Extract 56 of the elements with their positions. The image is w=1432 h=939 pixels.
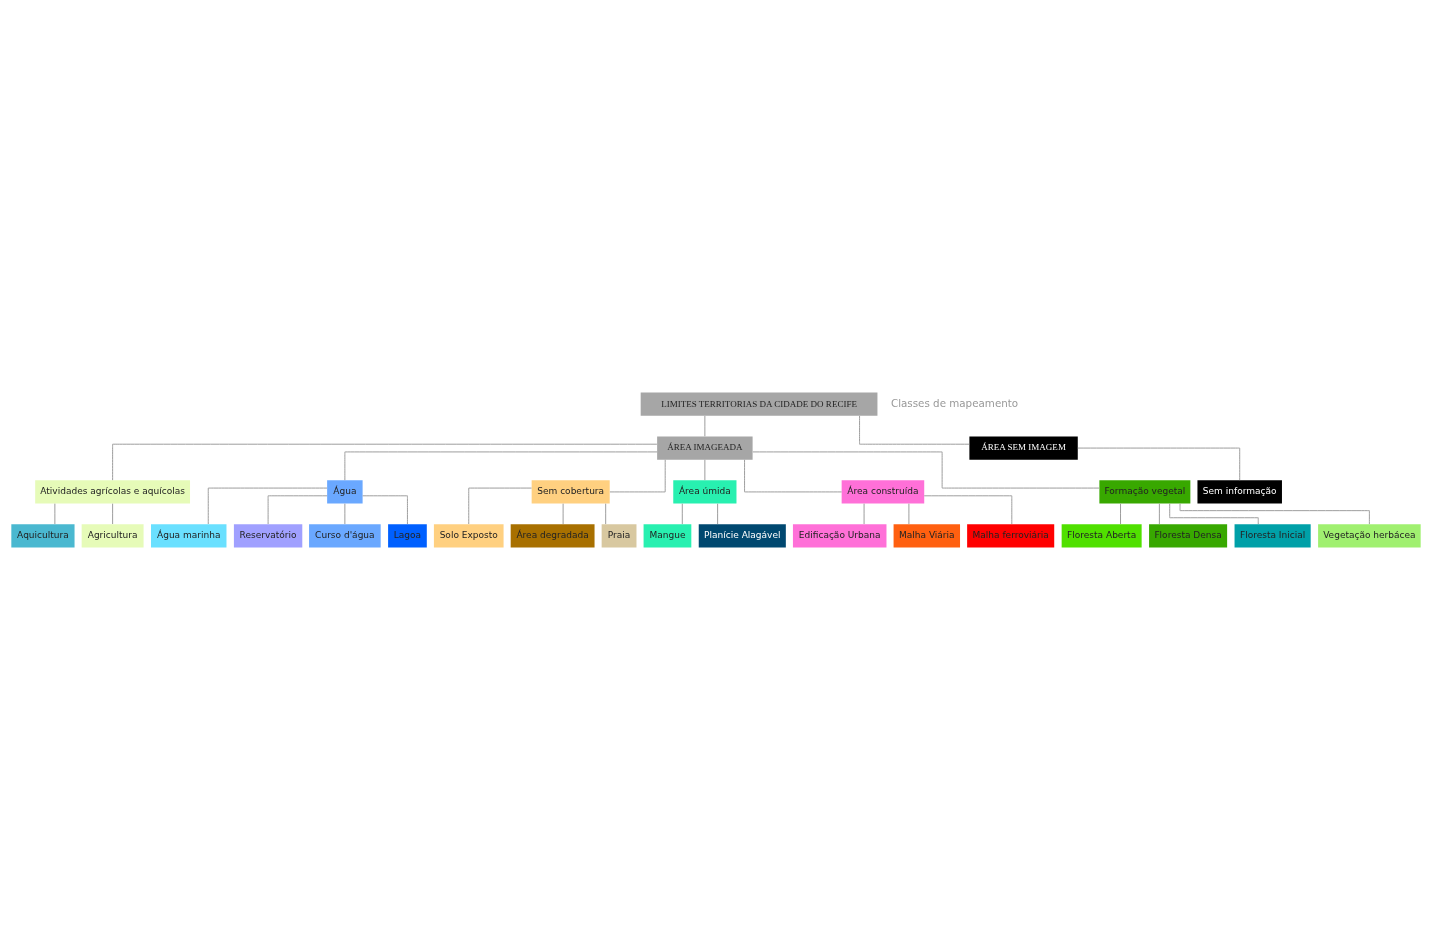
connector	[609, 458, 666, 492]
node-box: Sem informação	[1197, 479, 1282, 504]
node-box: Aquicultura	[11, 523, 75, 547]
node-box: Água marinha	[151, 523, 227, 547]
connector	[468, 487, 533, 524]
node-box: Área úmida	[673, 479, 737, 504]
connector	[1169, 502, 1259, 525]
connector	[863, 502, 865, 524]
node-box: Água	[327, 479, 363, 504]
connector	[923, 494, 1013, 524]
connector	[267, 494, 328, 524]
node-box: LIMITES TERRITORIAS DA CIDADE DO RECIFE	[640, 392, 878, 416]
node-box: Formação vegetal	[1099, 479, 1191, 504]
node-box: Planície Alagável	[698, 523, 786, 547]
node-box: Solo Exposto	[433, 523, 504, 547]
node-box: Praia	[601, 523, 637, 547]
node-box: Atividades agrícolas e aquícolas	[35, 479, 191, 504]
node-box: Curso d'água	[309, 523, 381, 547]
node-box: Área construída	[841, 479, 925, 504]
node-box: Edificação Urbana	[792, 523, 887, 547]
connector	[1158, 502, 1160, 524]
node-box: Malha Viária	[893, 523, 961, 547]
node-box: Mangue	[643, 523, 692, 547]
connector	[681, 502, 683, 524]
connector	[54, 502, 56, 524]
node-box: Floresta Densa	[1149, 523, 1228, 547]
connector	[1179, 502, 1370, 525]
node-box: Área degradada	[510, 523, 595, 547]
connector	[605, 502, 607, 524]
label: Classes de mapeamento	[890, 396, 1019, 409]
node-box: Agricultura	[81, 523, 144, 547]
node-box: Lagoa	[388, 523, 427, 547]
connector	[744, 458, 843, 492]
node-box: Floresta Aberta	[1061, 523, 1142, 547]
connector	[752, 450, 1100, 489]
connector	[908, 502, 910, 524]
connector	[1120, 502, 1121, 524]
node-box: Reservatório	[233, 523, 303, 547]
node-box: Sem cobertura	[531, 479, 610, 504]
connector	[1077, 447, 1241, 481]
connector	[562, 502, 564, 524]
connector	[704, 414, 706, 437]
connector	[362, 494, 408, 524]
connector	[717, 502, 719, 524]
connector	[859, 415, 970, 445]
node-box: ÁREA SEM IMAGEM	[969, 435, 1078, 460]
node-box: Malha ferroviária	[967, 523, 1055, 547]
connector	[704, 458, 706, 481]
connector	[344, 450, 658, 481]
connector	[207, 487, 328, 524]
node-box: Vegetação herbácea	[1318, 523, 1421, 547]
connector	[344, 502, 346, 524]
node-box: Floresta Inicial	[1234, 523, 1311, 547]
connector	[112, 502, 114, 524]
connector	[112, 443, 658, 481]
node-box: ÁREA IMAGEADA	[657, 435, 753, 460]
